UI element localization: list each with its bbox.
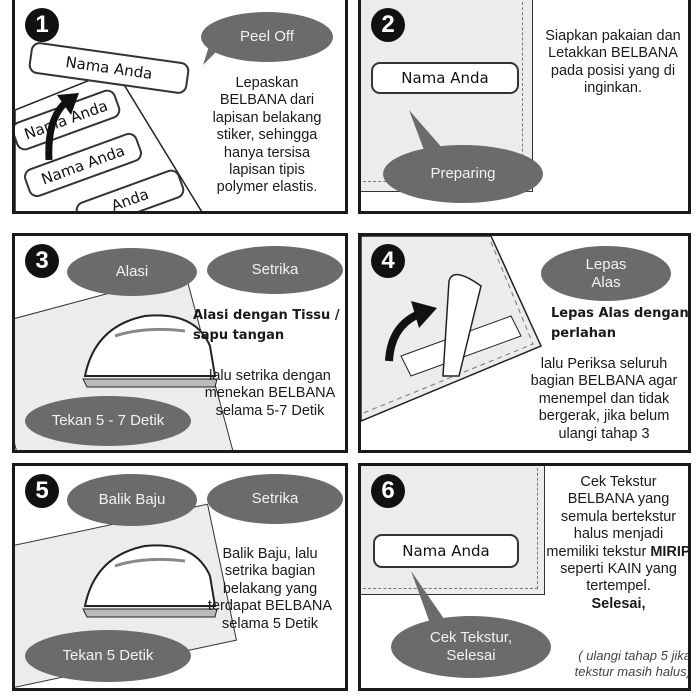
- speech-bubble-cek-tekstur: Cek Tekstur, Selesai: [391, 616, 551, 678]
- bubble-tail: [409, 110, 444, 150]
- peel-arrow-icon: [385, 301, 437, 362]
- iron-icon: [82, 544, 218, 618]
- step-number-badge: 2: [371, 8, 405, 42]
- step-3-panel: 3 Alasi Setrika Tekan 5 - 7 Detik Alasi …: [12, 233, 348, 453]
- step-number-badge: 5: [25, 474, 59, 508]
- speech-bubble-preparing: Preparing: [383, 145, 543, 203]
- sticker-label: Nama Anda: [371, 62, 519, 94]
- step-4-bold-instructions: Lepas Alas dengan perlahan: [551, 306, 689, 342]
- step-number-badge: 1: [25, 8, 59, 42]
- speech-bubble-setrika: Setrika: [207, 246, 343, 294]
- speech-bubble-balik-baju: Balik Baju: [67, 474, 197, 526]
- speech-bubble-lepas-alas: Lepas Alas: [541, 246, 671, 301]
- iron-icon: [82, 314, 218, 388]
- speech-bubble-tekan: Tekan 5 - 7 Detik: [25, 396, 191, 446]
- step-6-text-part-2: seperti KAIN yang tertempel.: [560, 560, 677, 595]
- speech-bubble-tekan: Tekan 5 Detik: [25, 630, 191, 682]
- step-6-panel: Nama Anda 6 Cek Tekstur, Selesai Cek Tek…: [358, 463, 691, 691]
- step-6-note: ( ulangi tahap 5 jika tekstur masih halu…: [574, 648, 691, 679]
- step-2-panel: Nama Anda 2 Preparing Siapkan pakaian da…: [358, 0, 691, 214]
- step-5-panel: 5 Balik Baju Setrika Tekan 5 Detik Balik…: [12, 463, 348, 691]
- step-number-badge: 4: [371, 244, 405, 278]
- step-3-bold-instructions: Alasi dengan Tissu / sapu tangan: [193, 308, 340, 344]
- step-3-instructions: lalu setrika dengan menekan BELBANA sela…: [204, 368, 336, 419]
- bubble-tail: [411, 571, 449, 626]
- step-number-badge: 3: [25, 244, 59, 278]
- step-6-text-done: Selesai,: [591, 595, 646, 612]
- sticker-label: Nama Anda: [373, 534, 519, 568]
- step-1-panel: Nama Anda Nama Anda Anda Nama Anda 1 Pee…: [12, 0, 348, 214]
- garment-stitching: [361, 466, 538, 589]
- step-4-instructions: lalu Periksa seluruh bagian BELBANA agar…: [530, 356, 678, 442]
- step-number-badge: 6: [371, 474, 405, 508]
- step-6-text-part-1: Cek Tekstur BELBANA yang semula bertekst…: [546, 474, 677, 560]
- speech-bubble-alasi: Alasi: [67, 248, 197, 296]
- step-2-instructions: Siapkan pakaian dan Letakkan BELBANA pad…: [545, 28, 681, 97]
- step-6-text-emphasis: MIRIP: [650, 543, 691, 560]
- peel-arrow-icon: [45, 93, 79, 161]
- speech-bubble-setrika: Setrika: [207, 474, 343, 524]
- garment-illustration: [361, 236, 543, 422]
- step-6-instructions: Cek Tekstur BELBANA yang semula bertekst…: [546, 474, 691, 613]
- step-4-panel: 4 Lepas Alas Lepas Alas dengan perlahan …: [358, 233, 691, 453]
- step-1-instructions: Lepaskan BELBANA dari lapisan belakang s…: [212, 75, 322, 196]
- speech-bubble-peel-off: Peel Off: [201, 12, 333, 62]
- step-5-instructions: Balik Baju, lalu setrika bagian belakang…: [207, 546, 333, 632]
